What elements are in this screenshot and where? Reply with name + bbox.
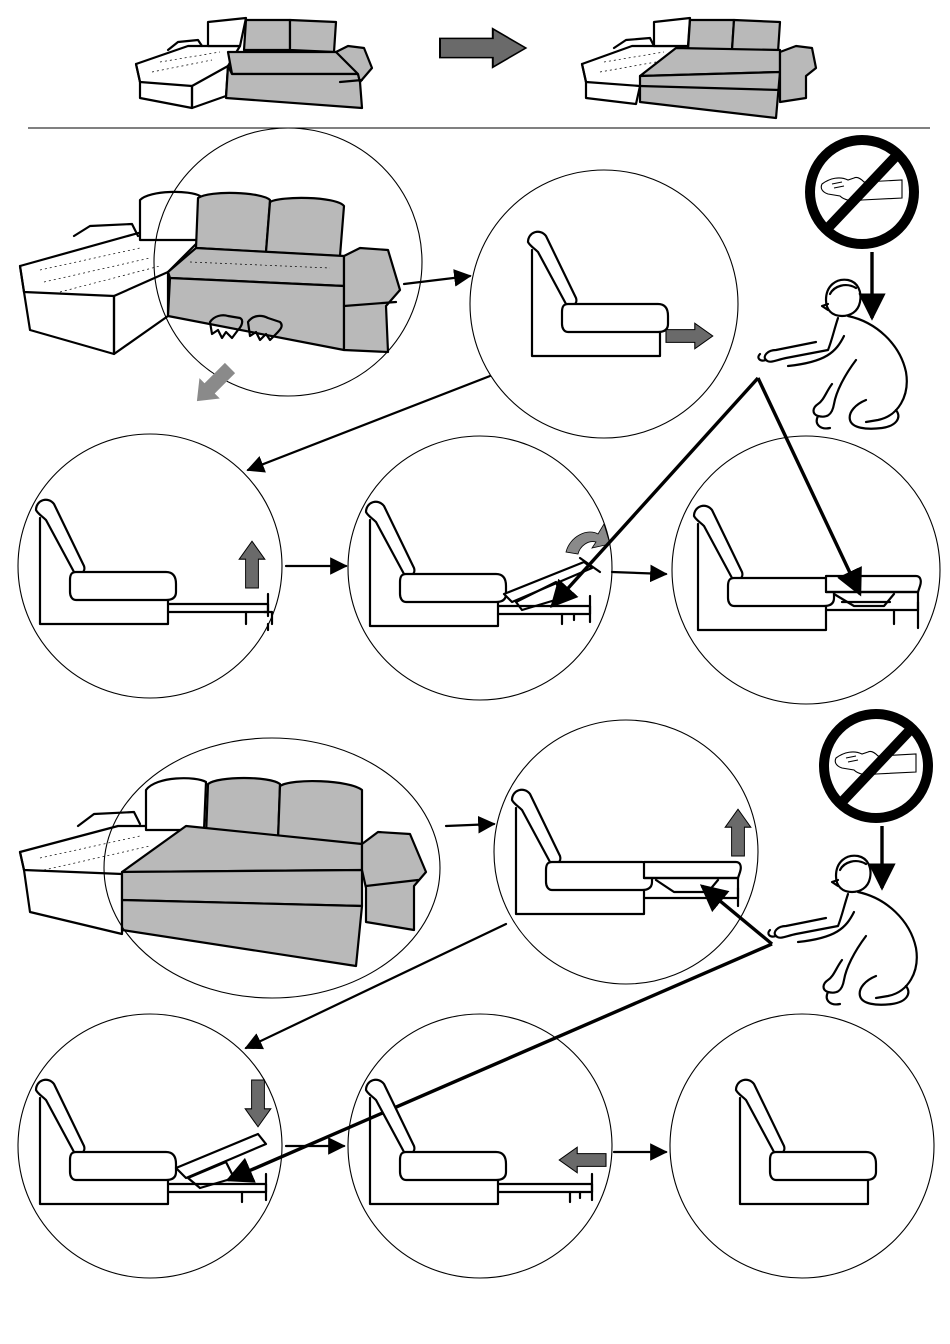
crouching-person-icon <box>758 280 906 429</box>
no-hand-prohibition-icon-2 <box>824 714 928 818</box>
up-arrow-icon-2 <box>725 809 751 856</box>
down-arrow-icon <box>245 1080 271 1127</box>
pull-out-arrow-icon <box>187 358 240 411</box>
right-arrow-icon <box>440 29 526 67</box>
overview-before-image <box>136 18 372 108</box>
open-step-4 <box>348 436 612 700</box>
close-step-1-sofa <box>20 738 440 998</box>
close-step-4 <box>348 1014 612 1278</box>
slide-right-arrow-icon <box>666 323 713 349</box>
open-step-1-sofa <box>20 128 422 396</box>
crouching-person-icon-2 <box>768 856 916 1005</box>
slide-left-arrow-icon <box>559 1147 606 1173</box>
close-step-3 <box>18 1014 282 1278</box>
close-step-5 <box>670 1014 934 1278</box>
close-step-2 <box>494 720 758 984</box>
no-hand-prohibition-icon <box>810 140 914 244</box>
open-step-2 <box>470 170 738 438</box>
open-step-3 <box>18 434 282 698</box>
up-arrow-icon <box>239 541 265 588</box>
overview-after-image <box>582 18 816 118</box>
